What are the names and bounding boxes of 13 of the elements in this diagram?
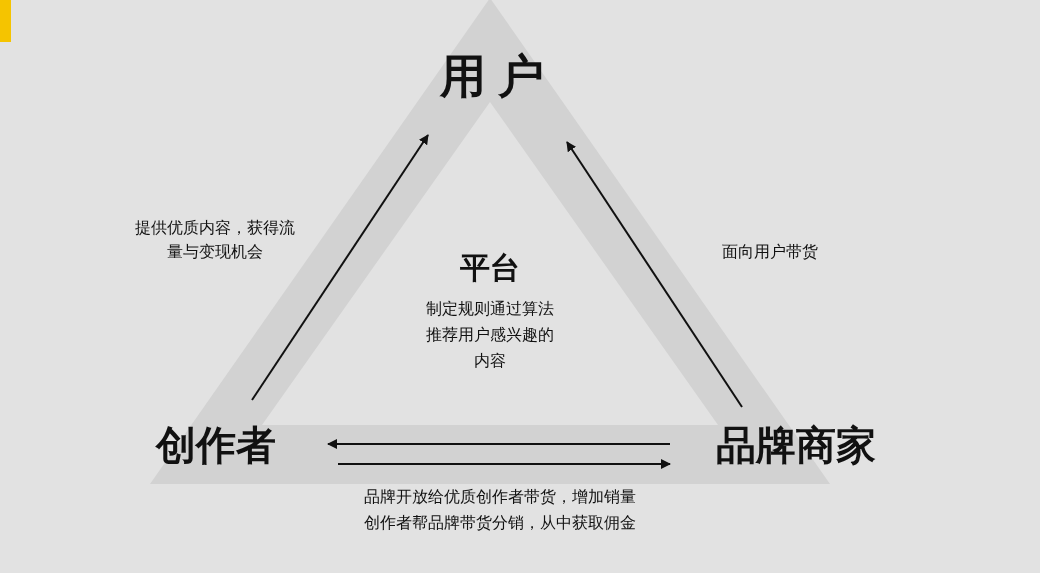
- node-title: 用 户: [439, 49, 545, 104]
- arrow: [327, 439, 671, 449]
- annotation-text: 创作者帮品牌带货分销，从中获取佣金: [363, 513, 637, 533]
- node-title: 平台: [460, 250, 520, 286]
- arrow: [566, 141, 743, 408]
- node-title: 创作者: [156, 422, 276, 469]
- arrow: [337, 459, 671, 469]
- arrow: [251, 134, 429, 401]
- annotation-text: 提供优质内容，获得流量与变现机会: [134, 218, 296, 262]
- node-description: 制定规则通过算法推荐用户感兴趣的内容: [425, 299, 555, 371]
- annotation-text: 品牌开放给优质创作者带货，增加销量: [363, 487, 637, 507]
- node-title: 品牌商家: [716, 422, 876, 469]
- annotation-text: 面向用户带货: [721, 242, 819, 262]
